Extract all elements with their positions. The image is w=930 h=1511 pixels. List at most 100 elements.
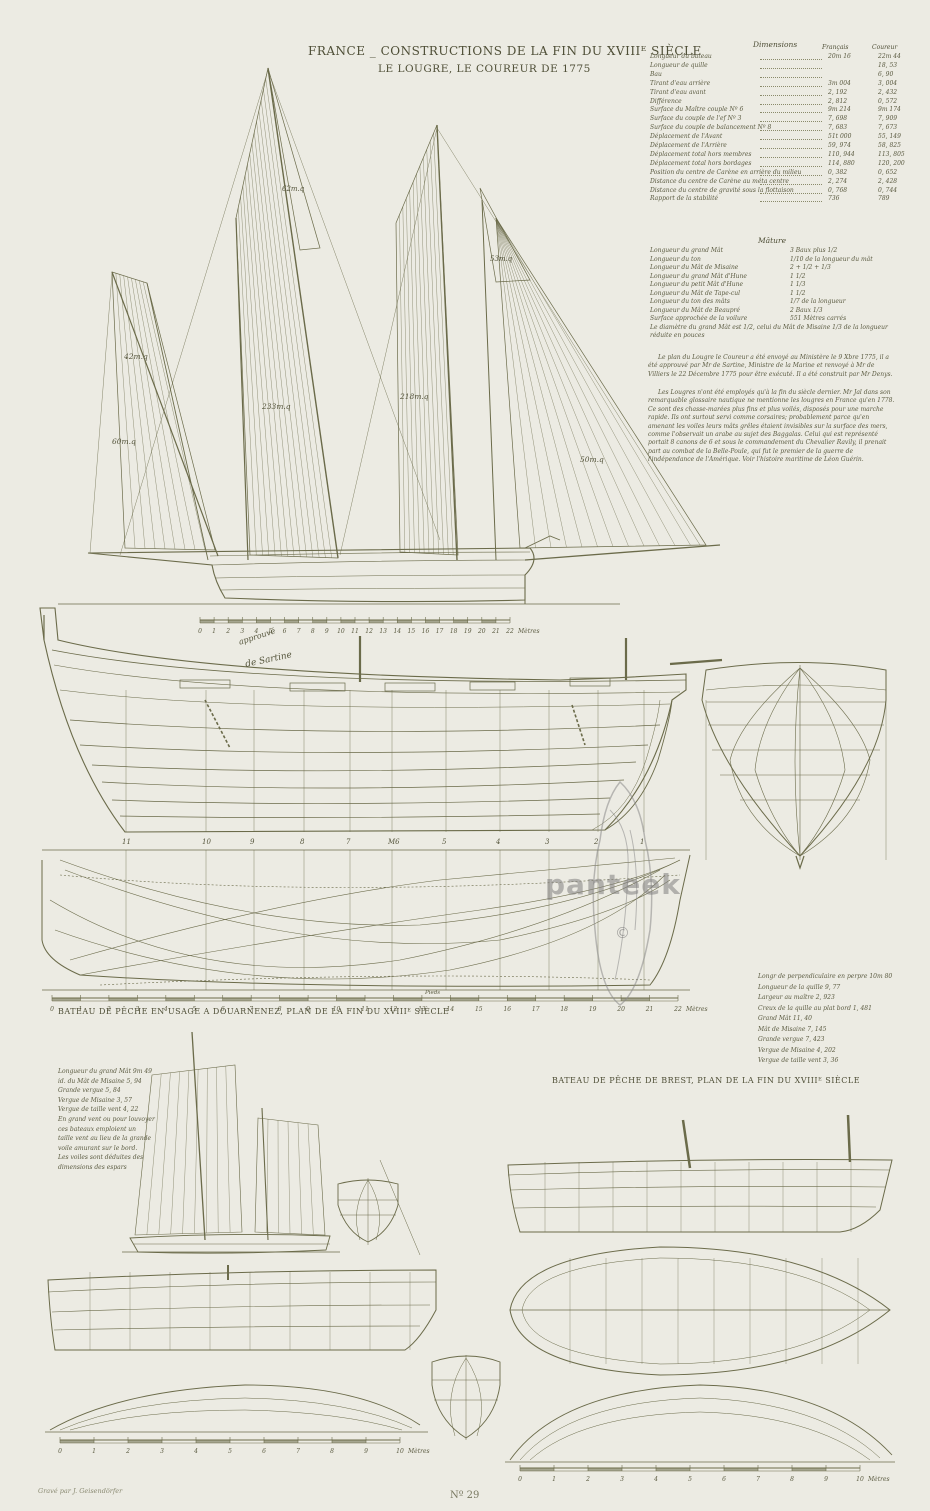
station-label: 8 bbox=[300, 838, 305, 846]
svg-text:20: 20 bbox=[616, 1006, 625, 1013]
dimensions-row-value-2: 3, 004 bbox=[878, 79, 898, 87]
watermark-copyright: © bbox=[615, 924, 630, 942]
svg-text:7: 7 bbox=[296, 1448, 300, 1455]
leader-dots bbox=[760, 67, 822, 69]
svg-text:0: 0 bbox=[198, 628, 202, 635]
sail-area-label: 233m.q bbox=[262, 402, 291, 411]
dimensions-row-label: Surface du couple de balancement Nº 8 bbox=[650, 124, 772, 132]
svg-text:18: 18 bbox=[560, 1006, 568, 1013]
svg-text:7: 7 bbox=[756, 1476, 760, 1483]
svg-text:8: 8 bbox=[278, 1006, 282, 1013]
mature-heading: Mâture bbox=[758, 236, 787, 245]
douarnenez-half-breadth-plan bbox=[45, 1384, 428, 1433]
svg-text:0: 0 bbox=[58, 1448, 62, 1455]
dimensions-col1-header: Français bbox=[822, 44, 849, 51]
station-label: 1 bbox=[640, 838, 645, 846]
svg-text:7: 7 bbox=[297, 628, 301, 635]
douarnenez-sail-plan bbox=[122, 1031, 340, 1254]
mature-row-value: 2 Baux 1/3 bbox=[790, 306, 823, 314]
dimensions-row-label: Position du centre de Carène en arrière … bbox=[650, 168, 802, 176]
brest-spec-line: Largeur au maître 2, 923 bbox=[758, 994, 835, 1001]
brest-spec-line: Vergue de Misaine 4, 202 bbox=[758, 1046, 836, 1054]
svg-text:22: 22 bbox=[673, 1006, 682, 1013]
plate-number: Nº 29 bbox=[450, 1490, 480, 1501]
svg-text:13: 13 bbox=[379, 628, 387, 635]
dimensions-row-label: Différence bbox=[650, 97, 682, 105]
mature-row-value: 3 Baux plus 1/2 bbox=[790, 247, 838, 254]
dimensions-row-value-2: 789 bbox=[878, 195, 890, 203]
douarnenez-spec-line: ces bateaux emploient un bbox=[58, 1125, 137, 1133]
dimensions-row: Distance du centre de Carène au méta cen… bbox=[650, 178, 920, 187]
svg-text:6: 6 bbox=[722, 1476, 726, 1483]
mature-row-label: Longueur du Mât de Misaine bbox=[650, 264, 739, 271]
douarnenez-spec-line: Vergue de taille vent 4, 22 bbox=[58, 1106, 139, 1114]
dimensions-table: Dimensions Français Coureur Longueur du … bbox=[650, 40, 920, 220]
svg-text:1: 1 bbox=[92, 1448, 96, 1455]
sail-area-label: 42m.q bbox=[124, 352, 148, 361]
dimensions-row-label: Distance du centre de gravité sous la fl… bbox=[650, 186, 794, 194]
station-label: 2 bbox=[594, 838, 599, 846]
douarnenez-spec-line: Vergue de Misaine 3, 57 bbox=[58, 1096, 132, 1104]
svg-text:15: 15 bbox=[475, 1006, 483, 1013]
svg-text:2: 2 bbox=[106, 1006, 111, 1013]
dimensions-row: Distance du centre de gravité sous la fl… bbox=[650, 187, 920, 196]
station-label: 9 bbox=[250, 838, 255, 846]
svg-text:14: 14 bbox=[447, 1006, 455, 1013]
sail-area-label: 50m.q bbox=[580, 455, 604, 464]
leader-dots bbox=[760, 121, 822, 123]
leader-dots bbox=[760, 165, 822, 167]
svg-text:11: 11 bbox=[351, 628, 359, 635]
mature-row-label: Longueur du Mât de Beaupré bbox=[650, 306, 740, 314]
svg-text:6: 6 bbox=[262, 1448, 266, 1455]
brest-title: BATEAU DE PÊCHE DE BREST, PLAN DE LA FIN… bbox=[552, 1076, 861, 1085]
watermark-text: panteek bbox=[545, 868, 681, 901]
brest-spec-line: Vergue de taille vent 3, 36 bbox=[758, 1057, 839, 1064]
dimensions-row-value-1: 51t 000 bbox=[828, 133, 852, 141]
leader-dots bbox=[760, 139, 822, 141]
dimensions-row-label: Bau bbox=[650, 70, 662, 78]
svg-text:17: 17 bbox=[436, 628, 444, 635]
svg-text:20: 20 bbox=[477, 628, 486, 635]
dimensions-col2-header: Coureur bbox=[872, 44, 898, 51]
svg-text:6: 6 bbox=[221, 1006, 225, 1013]
leader-dots bbox=[760, 85, 822, 87]
station-label: 10 bbox=[202, 838, 211, 846]
dimensions-heading: Dimensions bbox=[753, 40, 798, 49]
svg-text:6: 6 bbox=[283, 628, 287, 635]
dimensions-row-value-2: 7, 673 bbox=[878, 124, 898, 132]
svg-text:19: 19 bbox=[464, 628, 472, 635]
leader-dots bbox=[760, 94, 822, 96]
mature-row: Longueur du Mât de Beaupré 2 Baux 1/3 bbox=[650, 307, 920, 316]
station-label: 5 bbox=[442, 838, 447, 846]
svg-text:Mètres: Mètres bbox=[685, 1006, 708, 1013]
leader-dots bbox=[760, 192, 822, 194]
svg-text:4: 4 bbox=[253, 628, 258, 635]
mature-row-label: Surface approchée de la voilure bbox=[650, 315, 748, 322]
svg-text:10: 10 bbox=[333, 1006, 341, 1013]
svg-text:5: 5 bbox=[228, 1448, 232, 1455]
dimensions-row-label: Tirant d'eau arrière bbox=[650, 79, 711, 87]
mature-row-value: 1 1/2 bbox=[790, 272, 806, 280]
dimensions-row-value-2: 113, 805 bbox=[878, 150, 905, 158]
dimensions-row-value-2: 58, 825 bbox=[878, 142, 901, 149]
svg-text:5: 5 bbox=[688, 1476, 692, 1483]
brest-spec-line: Creux de la quille au plat bord 1, 481 bbox=[758, 1004, 872, 1012]
svg-text:16: 16 bbox=[503, 1006, 511, 1013]
station-label: 4 bbox=[496, 838, 501, 846]
dimensions-row-value-2: 0, 652 bbox=[878, 168, 898, 176]
dimensions-row-value-1: 736 bbox=[828, 195, 840, 203]
plate-subtitle: LE LOUGRE, LE COUREUR DE 1775 bbox=[378, 63, 591, 75]
brest-deck-plan bbox=[509, 1246, 891, 1376]
svg-text:1: 1 bbox=[212, 628, 216, 635]
svg-text:3: 3 bbox=[240, 628, 244, 635]
mature-row-value: 1 1/2 bbox=[790, 289, 806, 297]
